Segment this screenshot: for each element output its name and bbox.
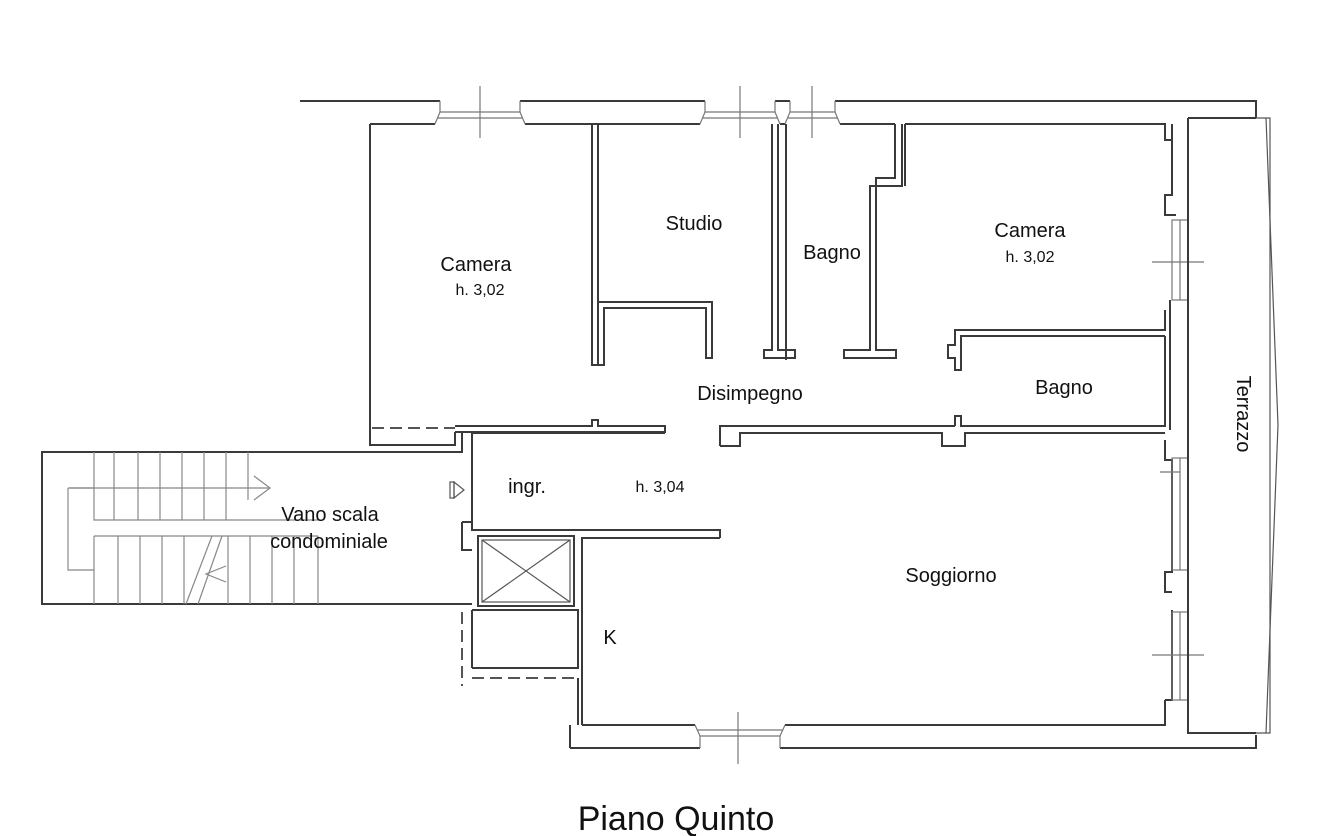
room-label-terrazzo: Terrazzo <box>1232 376 1254 453</box>
staircase <box>67 452 319 605</box>
window-soggiorno-bottom <box>694 712 786 764</box>
room-label-ingresso: ingr. <box>508 476 546 498</box>
room-label-studio: Studio <box>666 213 723 235</box>
room-label-soggiorno: Soggiorno <box>905 565 996 587</box>
plan-title: Piano Quinto <box>578 800 775 836</box>
room-label-bagno-right: Bagno <box>1035 377 1093 399</box>
room-label-bagno-top: Bagno <box>803 242 861 264</box>
window-bagno-top <box>784 86 841 138</box>
window-soggiorno-2 <box>1152 611 1204 701</box>
entry-arrow-icon <box>449 480 465 500</box>
terrazzo <box>1187 117 1279 734</box>
room-label-vano-scala-line1: Vano scala <box>281 504 379 526</box>
room-label-vano-scala-line2: condominiale <box>270 531 388 553</box>
interior-walls <box>41 124 1176 748</box>
room-label-camera-right: Camera <box>994 220 1066 242</box>
height-label-ingresso: h. 3,04 <box>636 479 685 496</box>
window-soggiorno-1 <box>1160 457 1189 571</box>
room-label-disimpegno: Disimpegno <box>697 383 803 405</box>
window-camera-right <box>1152 219 1204 301</box>
window-studio <box>699 86 781 138</box>
outer-walls <box>300 100 1257 749</box>
window-camera-left <box>434 86 526 138</box>
height-label-camera-left: h. 3,02 <box>456 282 505 299</box>
room-label-camera-left: Camera <box>440 254 512 276</box>
height-label-camera-right: h. 3,02 <box>1006 249 1055 266</box>
room-label-cucina: K <box>603 627 617 649</box>
